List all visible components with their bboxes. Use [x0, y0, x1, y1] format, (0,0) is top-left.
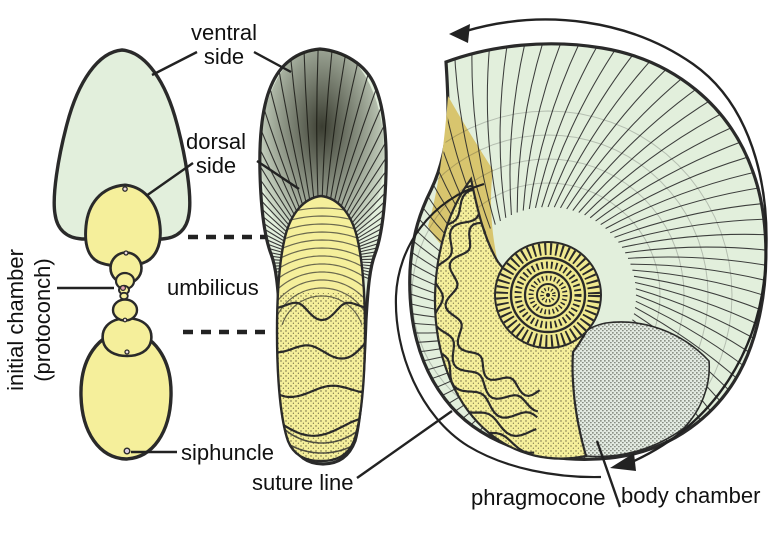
leader-line-ventral-left [151, 50, 198, 77]
cross-section-figure [52, 48, 192, 461]
protoconch-whorl [119, 291, 129, 301]
siphuncle-dot [123, 250, 129, 256]
coil-direction-arrowhead-top-icon [449, 24, 470, 43]
label-umbilicus: umbilicus [167, 275, 259, 300]
leader-line-ventral-right [253, 50, 292, 74]
leader-line-dorsal-left [145, 162, 194, 197]
siphuncle-dot [123, 447, 131, 455]
phragmocone-body-chamber-divider [595, 440, 622, 508]
chamber-shape [111, 298, 139, 322]
label-phragmocone: phragmocone [471, 485, 606, 510]
coil-spiral-center [494, 241, 602, 349]
aperture-arrowhead-icon [610, 453, 636, 471]
dark-shading [260, 49, 384, 258]
stipple-texture [277, 293, 365, 461]
protoconch-dot [119, 285, 126, 292]
label-dorsal-side: dorsal side [186, 129, 246, 178]
siphuncle-dot [122, 317, 128, 323]
annotations [57, 18, 768, 508]
chamber-shape [79, 329, 173, 461]
label-initial-chamber: initial chamber (protoconch) [3, 249, 55, 391]
label-ventral-side: ventral side [190, 20, 258, 69]
label-body-chamber: body chamber [621, 483, 761, 508]
chamber-shape [101, 316, 153, 358]
leader-line-dorsal-right [256, 160, 300, 190]
siphuncle-dot [122, 186, 128, 192]
leader-line-suture [356, 410, 453, 479]
coil-inner-arc [394, 182, 602, 479]
label-siphuncle: siphuncle [181, 440, 274, 465]
coil-direction-arrow [465, 18, 768, 463]
apertural-view-figure [258, 47, 388, 466]
siphuncle-dot [124, 349, 130, 355]
label-suture-line: suture line [252, 470, 354, 495]
